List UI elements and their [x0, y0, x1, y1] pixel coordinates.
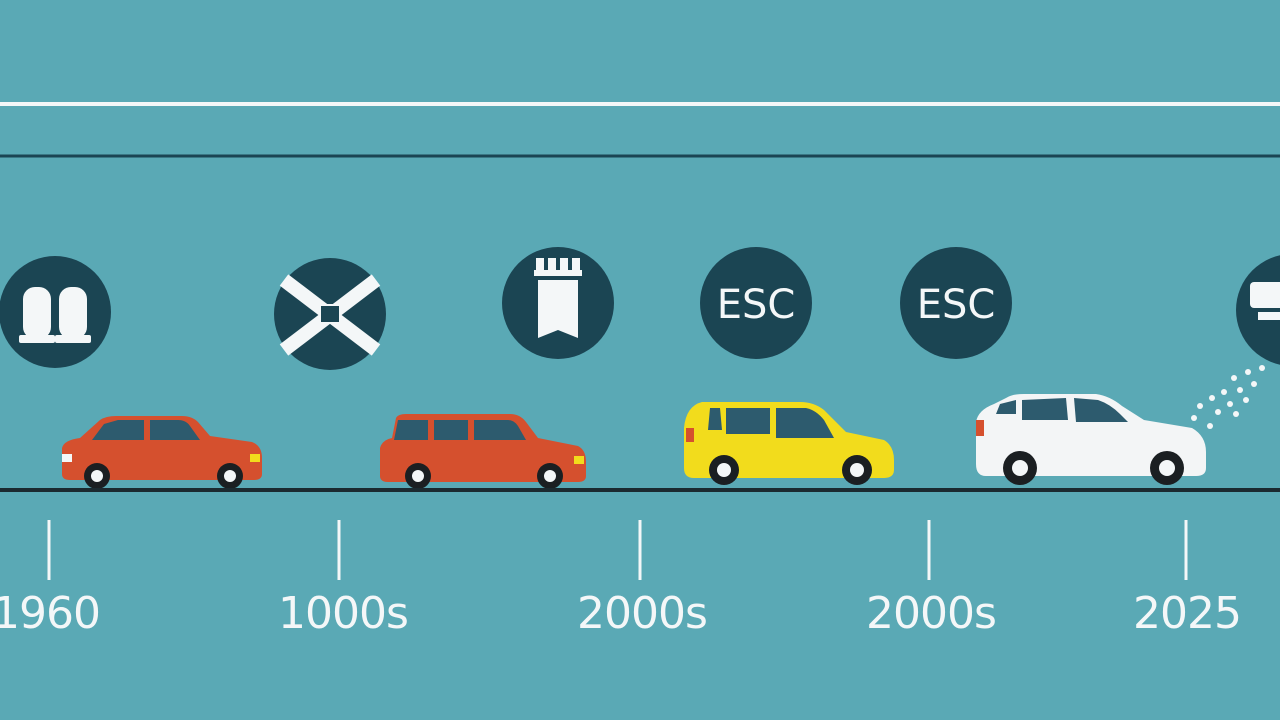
year-label-1: 1960 — [0, 588, 101, 639]
crossed-belt-icon — [274, 258, 386, 370]
sensor-icon — [1236, 255, 1280, 365]
year-label-2: 1000s — [278, 588, 409, 639]
esc-icon-1: ESC — [700, 247, 812, 359]
esc-label-1: ESC — [717, 282, 796, 328]
car-suv-white — [976, 394, 1206, 485]
airbag-icon — [502, 247, 614, 359]
esc-icon-2: ESC — [900, 247, 1012, 359]
sensor-waves — [1191, 365, 1265, 429]
year-label-3: 2000s — [577, 588, 708, 639]
car-sedan-red — [62, 416, 262, 489]
year-label-5: 2025 — [1133, 588, 1242, 639]
year-label-4: 2000s — [866, 588, 997, 639]
car-wagon-red — [380, 414, 586, 489]
esc-label-2: ESC — [917, 282, 996, 328]
seat-headrest-icon — [0, 256, 111, 368]
car-hatchback-yellow — [684, 402, 894, 485]
